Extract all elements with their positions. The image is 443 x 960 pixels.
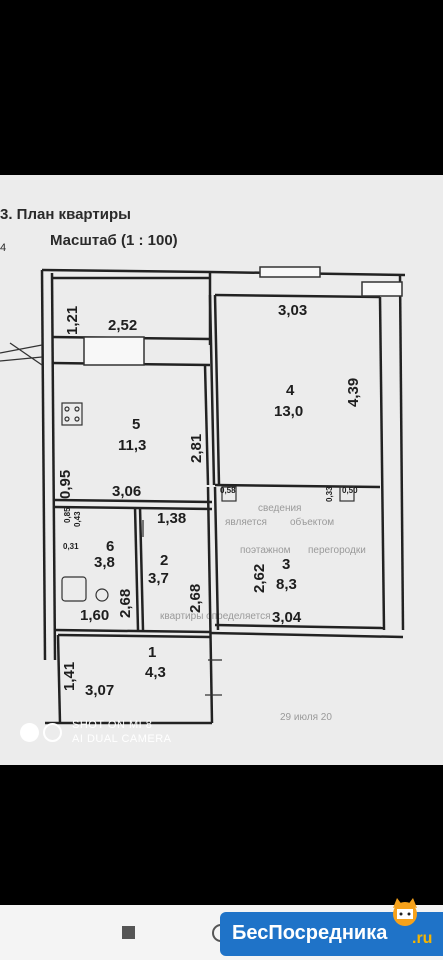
watermark-ring-icon <box>43 722 62 742</box>
watermark-line: AI DUAL CAMERA <box>72 733 172 745</box>
dim-label: 2,52 <box>108 317 137 334</box>
room-number: 1 <box>148 644 156 661</box>
dim-label: 1,60 <box>80 607 109 624</box>
room-area: 8,3 <box>276 576 297 593</box>
dim-label: 1,41 <box>61 662 78 691</box>
fixtures <box>61 402 355 602</box>
dim-label-small: 0,50 <box>342 486 358 495</box>
room-area: 4,3 <box>145 664 166 681</box>
floor-plan-drawing: сведения является объектом поэтажном пер… <box>0 206 406 725</box>
dim-label: 3,04 <box>272 609 302 626</box>
room-number: 2 <box>160 552 168 569</box>
windows <box>83 266 403 366</box>
faint-note: квартиры определяется <box>160 611 270 622</box>
room-area: 13,0 <box>274 403 303 420</box>
dim-label: 3,06 <box>112 483 141 500</box>
bottom-black-border <box>0 765 443 905</box>
top-black-border <box>0 0 443 175</box>
dim-label: 3,03 <box>278 302 307 319</box>
dim-label-small: 0,33 <box>325 486 334 502</box>
dim-label: 2,81 <box>188 434 205 463</box>
dim-label: 3,07 <box>85 682 114 699</box>
recent-apps-icon[interactable] <box>122 926 135 939</box>
faint-note: 29 июля 20 <box>280 712 332 723</box>
door-marks <box>0 342 222 696</box>
dim-label: 2,62 <box>251 564 268 593</box>
dim-label: 1,21 <box>64 306 81 335</box>
room-area: 3,8 <box>94 554 115 571</box>
dim-label: 2,68 <box>187 584 204 613</box>
faint-note: объектом <box>290 516 334 528</box>
room-area: 11,3 <box>118 437 146 454</box>
watermark-line: SHOT ON MI 8 <box>72 719 153 731</box>
room-number: 3 <box>282 556 290 573</box>
faint-note: перегородки <box>308 545 366 556</box>
side-mark: 4 <box>0 242 6 254</box>
floor-plan-photo: сведения является объектом поэтажном пер… <box>0 175 443 765</box>
dim-label: 0,95 <box>57 470 74 499</box>
room-number: 4 <box>286 382 295 399</box>
cat-logo-icon <box>393 898 417 926</box>
faint-note: сведения <box>258 503 301 514</box>
faint-note: поэтажном <box>240 545 291 556</box>
plan-heading: 3. План квартиры <box>0 206 131 223</box>
watermark-dot-icon <box>20 722 39 742</box>
faint-note: является <box>225 517 267 528</box>
dim-label: 1,38 <box>157 510 186 527</box>
dim-label-small: 0,58 <box>220 486 236 495</box>
dim-label-small: 0,31 <box>63 542 79 551</box>
dim-label-small: 0,43 <box>73 511 82 527</box>
room-number: 6 <box>106 538 114 555</box>
scale-label: Масштаб (1 : 100) <box>50 232 178 249</box>
room-area: 3,7 <box>148 570 169 587</box>
camera-watermark: SHOT ON MI 8 AI DUAL CAMERA <box>20 718 172 746</box>
room-number: 5 <box>132 416 140 433</box>
site-badge-tld: .ru <box>412 930 433 947</box>
dim-label: 4,39 <box>345 378 362 407</box>
site-badge-name: БесПосредника <box>232 922 388 944</box>
dim-label: 2,68 <box>117 589 134 618</box>
dim-label-small: 0,85 <box>63 507 72 523</box>
